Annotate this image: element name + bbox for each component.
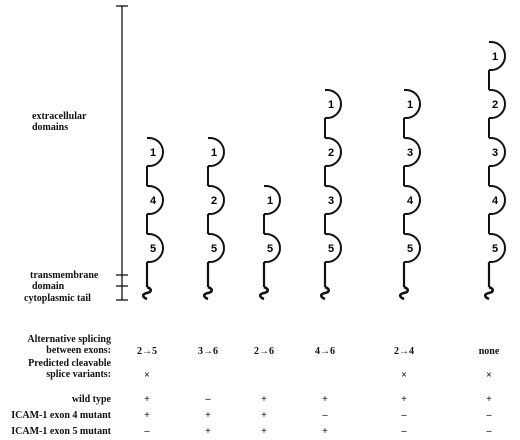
exon5-mutant-cell: – bbox=[144, 426, 150, 437]
cytoplasmic-tail bbox=[141, 285, 153, 301]
domain-number: 1 bbox=[328, 99, 334, 111]
ig-domain-loop bbox=[147, 185, 164, 215]
ig-domain-loop bbox=[489, 89, 506, 119]
ig-domain-loop bbox=[325, 137, 342, 167]
exon5-mutant-cell: + bbox=[205, 426, 211, 437]
cleavable-cell: × bbox=[144, 370, 150, 381]
domain-number: 5 bbox=[328, 243, 334, 255]
splicing-row-label: Alternative splicing between exons: bbox=[27, 334, 111, 356]
ig-domain-loop bbox=[404, 233, 421, 263]
domain-number: 1 bbox=[407, 99, 413, 111]
wild-type-cell: + bbox=[261, 394, 267, 405]
cytoplasmic-tail bbox=[319, 285, 331, 301]
wild-type-cell: + bbox=[144, 394, 150, 405]
domain-number: 5 bbox=[211, 243, 217, 255]
ig-domain-loop bbox=[404, 185, 421, 215]
wild-type-cell: – bbox=[205, 394, 211, 405]
domain-number: 5 bbox=[267, 243, 273, 255]
exon5-mutant-cell: + bbox=[261, 426, 267, 437]
cytoplasmic-tail bbox=[398, 285, 410, 301]
exon4-mutant-cell: – bbox=[486, 410, 492, 421]
wild-type-cell: + bbox=[322, 394, 328, 405]
wild-type-cell: + bbox=[401, 394, 407, 405]
domain-number: 2 bbox=[211, 195, 217, 207]
transmembrane-label: transmembrane domain bbox=[30, 270, 99, 292]
exon4-mutant-cell: + bbox=[205, 410, 211, 421]
splicing-cell: 2→5 bbox=[137, 346, 157, 357]
wild-type-row-label: wild type bbox=[71, 394, 111, 405]
domain-number: 1 bbox=[211, 147, 217, 159]
ig-domain-loop bbox=[147, 233, 164, 263]
cleavable-cell: × bbox=[401, 370, 407, 381]
domain-number: 5 bbox=[407, 243, 413, 255]
ig-domain-loop bbox=[404, 137, 421, 167]
ig-domain-loop bbox=[404, 89, 421, 119]
domain-number: 4 bbox=[492, 195, 499, 207]
cytoplasmic-tail bbox=[483, 285, 495, 301]
ig-domain-loop bbox=[489, 185, 506, 215]
ig-domain-loop bbox=[208, 185, 225, 215]
domain-number: 1 bbox=[150, 147, 156, 159]
exon4-mutant-cell: + bbox=[144, 410, 150, 421]
domain-number: 4 bbox=[150, 195, 157, 207]
exon5-mutant-cell: – bbox=[486, 426, 492, 437]
splicing-cell: none bbox=[478, 346, 500, 357]
ig-domain-loop bbox=[489, 233, 506, 263]
domain-number: 5 bbox=[492, 243, 498, 255]
ig-domain-loop bbox=[208, 137, 225, 167]
domain-number: 1 bbox=[267, 195, 273, 207]
domain-number: 2 bbox=[328, 147, 334, 159]
ig-domain-loop bbox=[325, 185, 342, 215]
exon4-mutant-cell: – bbox=[401, 410, 407, 421]
exon5-mutant-row-label: ICAM-1 exon 5 mutant bbox=[11, 426, 111, 437]
wild-type-cell: + bbox=[486, 394, 492, 405]
domain-number: 3 bbox=[492, 147, 498, 159]
ig-domain-loop bbox=[489, 137, 506, 167]
exon4-mutant-cell: – bbox=[322, 410, 328, 421]
cleavable-row-label: Predicted cleavable splice variants: bbox=[28, 358, 111, 380]
cytoplasmic-label: cytoplasmic tail bbox=[24, 293, 91, 304]
ig-domain-loop bbox=[325, 233, 342, 263]
ig-domain-loop bbox=[208, 233, 225, 263]
domain-number: 3 bbox=[407, 147, 413, 159]
ig-domain-loop bbox=[147, 137, 164, 167]
domain-number: 4 bbox=[407, 195, 414, 207]
exon4-mutant-cell: + bbox=[261, 410, 267, 421]
splicing-cell: 2→6 bbox=[254, 346, 274, 357]
splicing-cell: 2→4 bbox=[394, 346, 414, 357]
ig-domain-loop bbox=[264, 185, 281, 215]
splicing-cell: 3→6 bbox=[198, 346, 218, 357]
ig-domain-loop bbox=[264, 233, 281, 263]
exon4-mutant-row-label: ICAM-1 exon 4 mutant bbox=[11, 410, 111, 421]
ig-domain-loop bbox=[325, 89, 342, 119]
domain-number: 1 bbox=[492, 51, 498, 63]
extracellular-label: extracellular domains bbox=[32, 111, 87, 133]
domain-number: 3 bbox=[328, 195, 334, 207]
cytoplasmic-tail bbox=[202, 285, 214, 301]
exon5-mutant-cell: + bbox=[322, 426, 328, 437]
domain-number: 2 bbox=[492, 99, 498, 111]
cytoplasmic-tail bbox=[258, 285, 270, 301]
exon5-mutant-cell: – bbox=[401, 426, 407, 437]
ig-domain-loop bbox=[489, 41, 506, 71]
cleavable-cell: × bbox=[486, 370, 492, 381]
domain-number: 5 bbox=[150, 243, 156, 255]
splicing-cell: 4→6 bbox=[315, 346, 335, 357]
